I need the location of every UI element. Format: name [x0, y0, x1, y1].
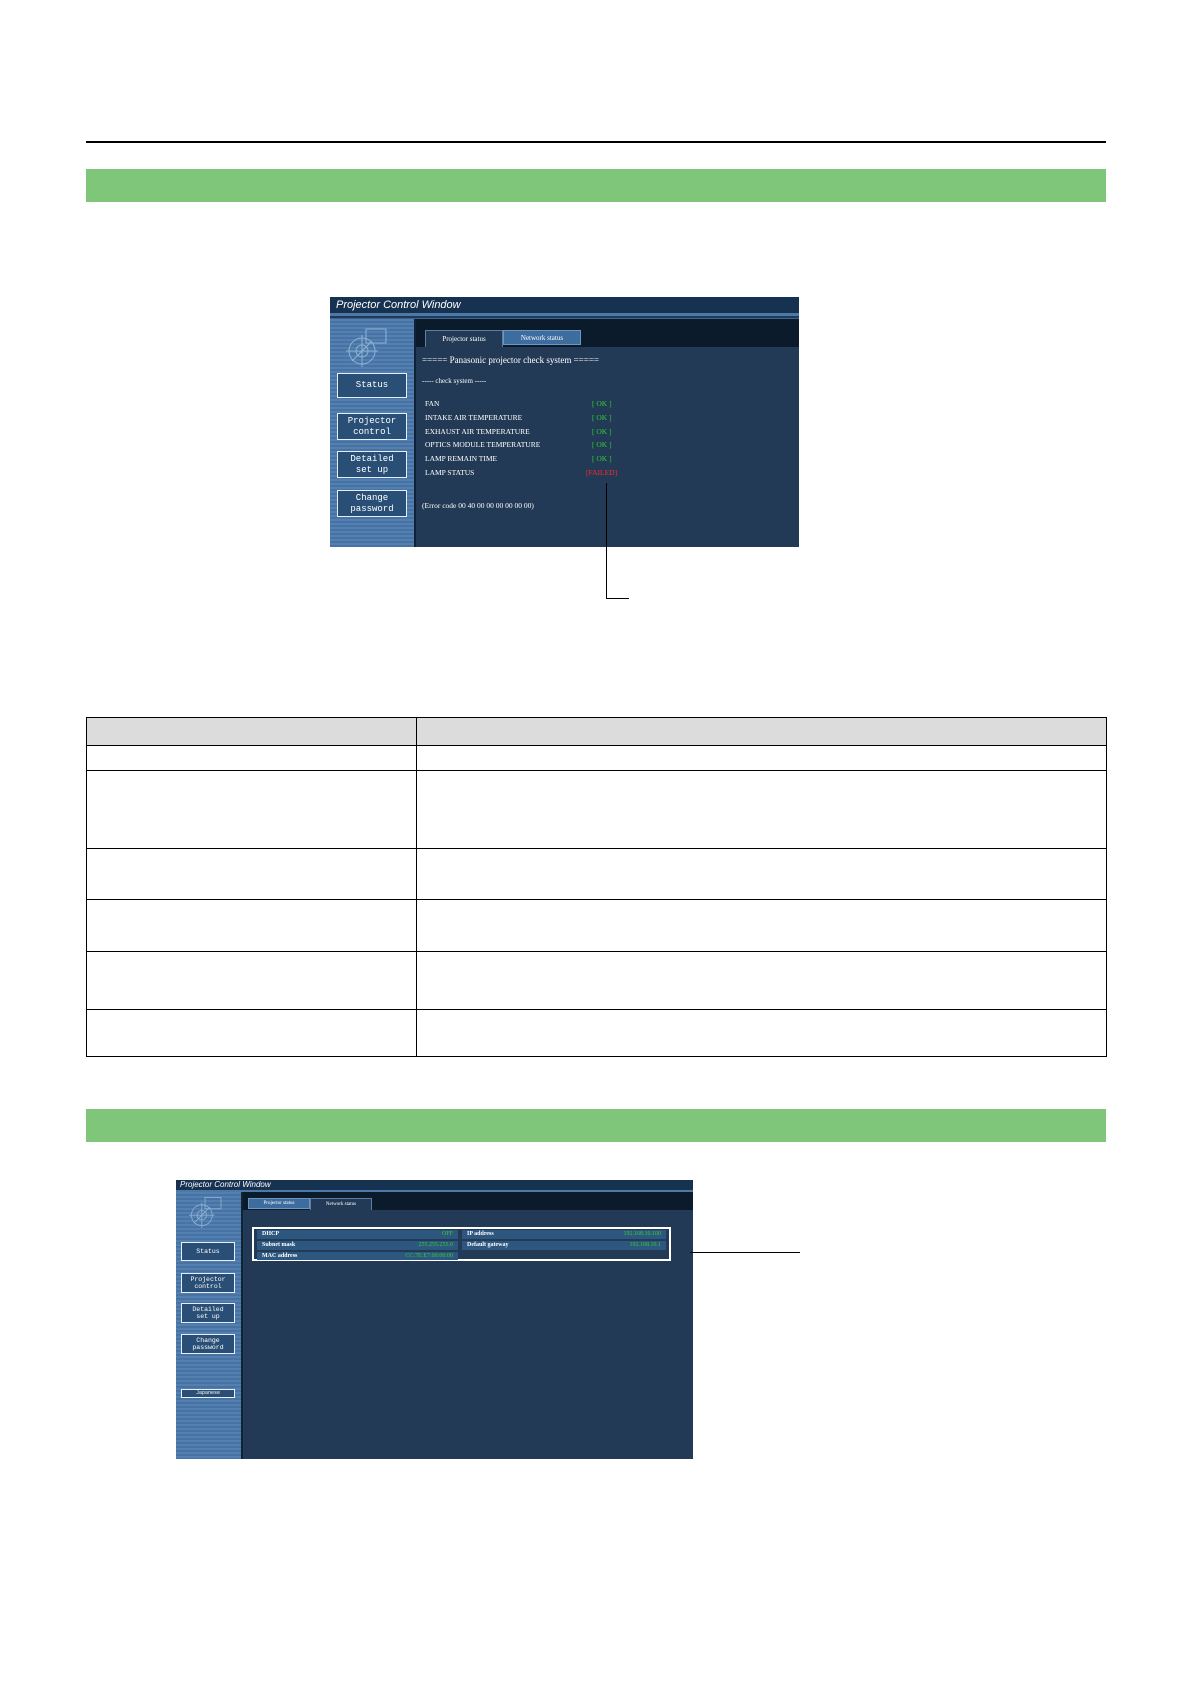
- tab-projector-status[interactable]: Projector status: [425, 330, 503, 347]
- status-value-fan: [ OK ]: [592, 399, 612, 408]
- sidebar-separator-2: [241, 1192, 243, 1459]
- sidebar-2: [176, 1192, 241, 1459]
- ip-value: 192.168.10.100: [623, 1231, 662, 1237]
- nav-change-password-button-2[interactable]: Change password: [181, 1334, 235, 1354]
- titlebar-accent-2: [330, 318, 799, 319]
- top-rule: [86, 141, 1106, 143]
- section-header-bar-1: [86, 169, 1106, 202]
- window-title: Projector Control Window: [336, 299, 461, 311]
- check-system-subheader: ----- check system -----: [422, 377, 487, 385]
- table-header-cell: [416, 717, 1107, 746]
- mac-value: CC:7E:E7:00:00:00: [405, 1253, 453, 1259]
- table-row: [86, 899, 1107, 952]
- status-label-lamp-remain: LAMP REMAIN TIME: [425, 454, 498, 463]
- status-value-lamp-remain: [ OK ]: [592, 454, 612, 463]
- ip-label: IP address: [467, 1231, 494, 1237]
- table-row: [86, 951, 1107, 1010]
- table-row: [86, 848, 1107, 900]
- status-value-exhaust: [ OK ]: [592, 427, 612, 436]
- projector-control-window-network: Projector Control Window Status Projecto…: [176, 1180, 693, 1459]
- projector-logo-icon: [189, 1197, 222, 1228]
- network-info-box: [252, 1227, 671, 1261]
- window-title-2: Projector Control Window: [180, 1180, 271, 1189]
- nav-status-button-2[interactable]: Status: [181, 1242, 235, 1261]
- dhcp-label: DHCP: [262, 1231, 279, 1237]
- nav-japanese-button[interactable]: Japanese: [181, 1389, 235, 1398]
- nav-change-password-button[interactable]: Change password: [337, 490, 407, 517]
- tab-projector-status-2[interactable]: Projector status: [248, 1198, 310, 1209]
- status-label-lamp-status: LAMP STATUS: [425, 468, 475, 477]
- nav-status-button[interactable]: Status: [337, 373, 407, 398]
- table-row: [86, 745, 1107, 771]
- subnet-value: 255.255.255.0: [418, 1242, 454, 1248]
- tab-network-status[interactable]: Network status: [503, 330, 581, 345]
- window-titlebar: Projector Control Window: [330, 297, 799, 313]
- sidebar-separator: [414, 319, 416, 547]
- dhcp-value: OFF: [441, 1231, 453, 1237]
- nav-projector-control-button-2[interactable]: Projector control: [181, 1273, 235, 1293]
- titlebar-accent: [330, 313, 799, 316]
- section-header-bar-2: [86, 1109, 1106, 1142]
- net-row-mac: MAC address CC:7E:E7:00:00:00: [257, 1252, 458, 1260]
- gateway-label: Default gateway: [467, 1242, 509, 1248]
- check-system-header: ===== Panasonic projector check system =…: [422, 355, 599, 365]
- status-value-lamp-status: [FAILED]: [586, 468, 618, 477]
- status-label-optics: OPTICS MODULE TEMPERATURE: [425, 440, 541, 449]
- window-titlebar-2: Projector Control Window: [176, 1180, 693, 1190]
- titlebar-accent-3: [176, 1190, 693, 1192]
- net-row-ip: IP address 192.168.10.100: [462, 1230, 666, 1239]
- status-value-intake: [ OK ]: [592, 413, 612, 422]
- table-row: [86, 770, 1107, 849]
- net-row-gateway: Default gateway 192.168.10.1: [462, 1241, 666, 1250]
- nav-detailed-setup-button[interactable]: Detailed set up: [337, 451, 407, 478]
- projector-logo-icon: [346, 328, 387, 367]
- tab-network-status-2[interactable]: Network status: [310, 1198, 372, 1210]
- callout-line-vertical: [606, 483, 607, 599]
- status-value-optics: [ OK ]: [592, 440, 612, 449]
- net-row-subnet: Subnet mask 255.255.255.0: [257, 1241, 458, 1250]
- error-code: (Error code 00 40 00 00 00 00 00 00): [422, 501, 534, 510]
- projector-control-window-status: Projector Control Window Status Projecto…: [330, 297, 799, 547]
- table-header-cell: [86, 717, 417, 746]
- callout-line-horizontal: [606, 598, 629, 599]
- nav-detailed-setup-button-2[interactable]: Detailed set up: [181, 1303, 235, 1323]
- nav-projector-control-button[interactable]: Projector control: [337, 413, 407, 440]
- net-row-dhcp: DHCP OFF: [257, 1230, 458, 1239]
- subnet-label: Subnet mask: [262, 1242, 296, 1248]
- status-label-fan: FAN: [425, 399, 440, 408]
- gateway-value: 192.168.10.1: [629, 1242, 662, 1248]
- mac-label: MAC address: [262, 1253, 298, 1259]
- callout-line-network: [690, 1252, 800, 1253]
- table-row: [86, 1009, 1107, 1057]
- status-label-intake: INTAKE AIR TEMPERATURE: [425, 413, 523, 422]
- info-table: [86, 717, 1107, 1057]
- status-label-exhaust: EXHAUST AIR TEMPERATURE: [425, 427, 530, 436]
